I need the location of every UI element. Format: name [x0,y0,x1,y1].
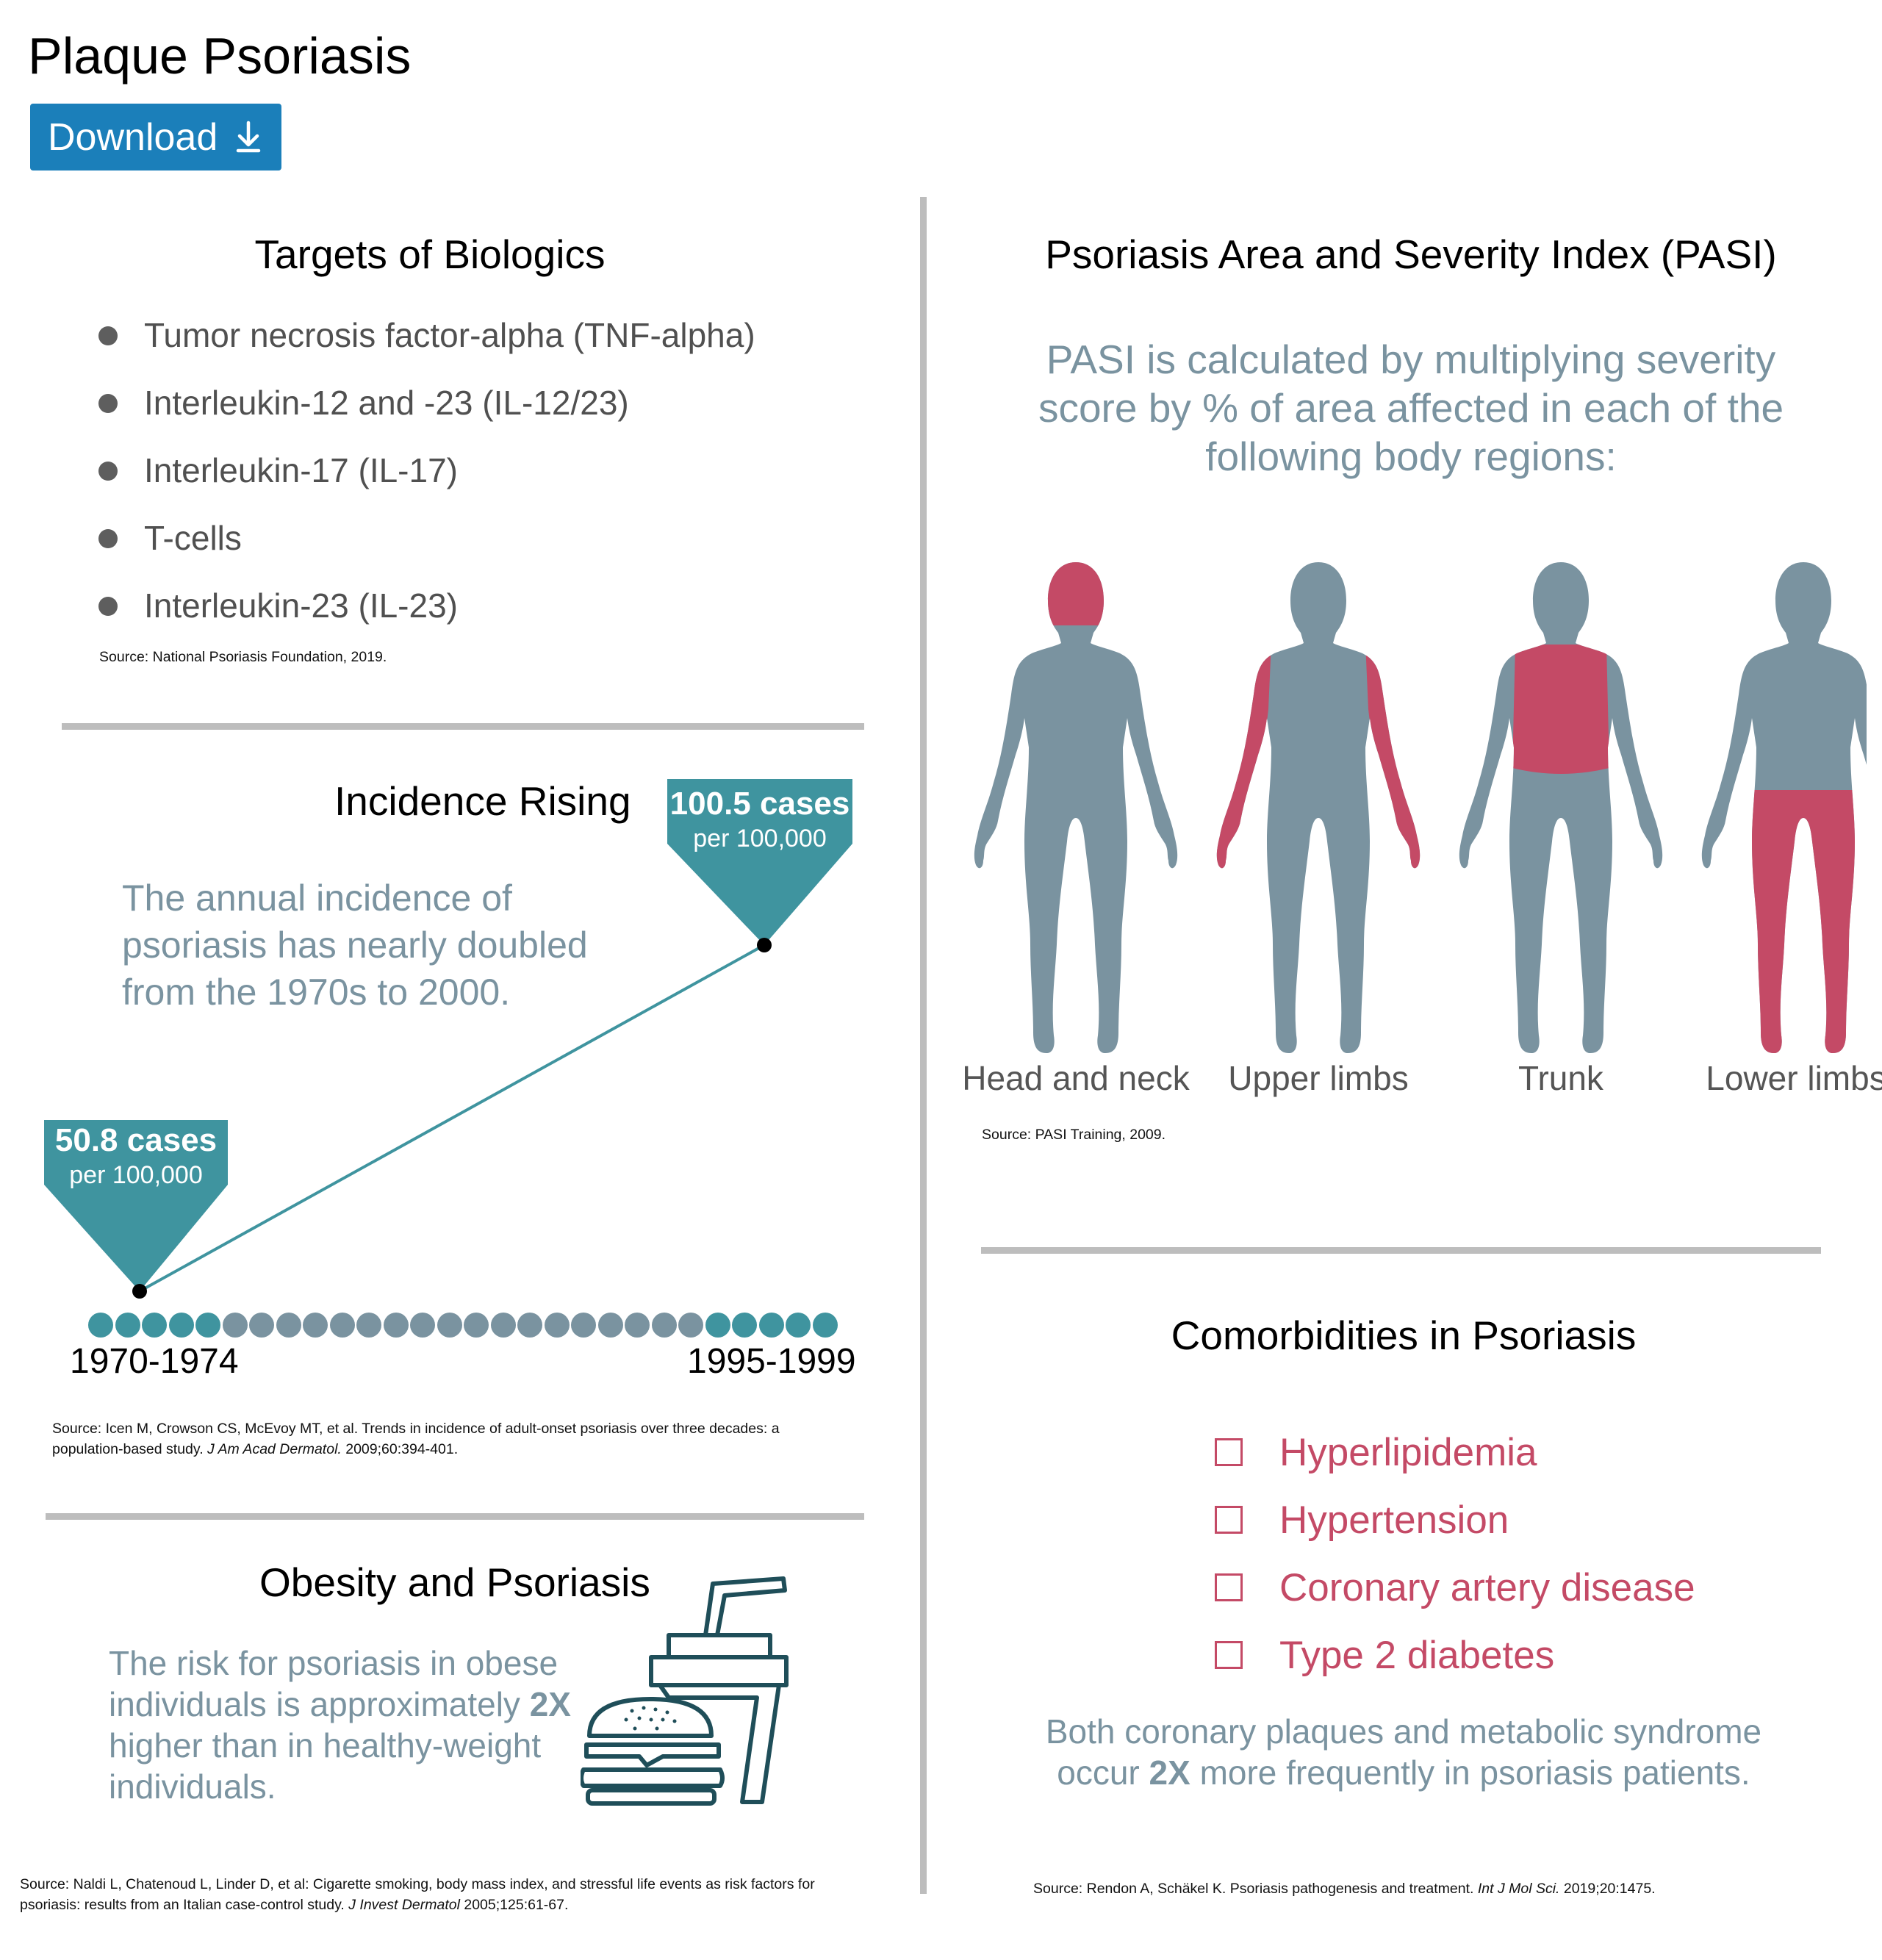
timeline-dot [625,1313,650,1338]
figure-upper-limbs [1216,562,1421,1053]
timeline-dot [142,1313,167,1338]
end-point [757,938,772,952]
timeline-dot [812,1313,838,1338]
end-value: 100.5 cases [669,786,850,822]
bullet-icon [98,326,118,345]
body-regions-figure [974,562,1867,1053]
list-item: Tumor necrosis factor-alpha (TNF-alpha) [98,309,755,376]
timeline-dot [732,1313,757,1338]
list-item: T-cells [98,511,755,579]
timeline-dot [437,1313,462,1338]
section-divider [62,723,864,730]
list-item: Interleukin-23 (IL-23) [98,579,755,647]
region-label: Lower limbs [1706,1059,1882,1097]
checkbox-icon [1215,1438,1243,1466]
end-callout-label: 100.5 cases per 100,000 [667,785,852,854]
list-item: Type 2 diabetes [1215,1621,1695,1689]
column-divider [920,197,927,1894]
download-button[interactable]: Download [30,104,281,170]
section-divider [981,1247,1821,1254]
pasi-source: Source: PASI Training, 2009. [982,1127,1166,1143]
timeline-dot [303,1313,328,1338]
timeline-dot [222,1313,248,1338]
list-item: Hyperlipidemia [1215,1418,1695,1486]
timeline-dot [786,1313,811,1338]
biologics-list: Tumor necrosis factor-alpha (TNF-alpha) … [98,309,755,647]
region-label: Trunk [1518,1059,1603,1097]
timeline-dot [758,1313,784,1338]
list-item: Coronary artery disease [1215,1554,1695,1621]
timeline-dot [249,1313,274,1338]
download-icon [237,121,261,152]
obesity-source: Source: Naldi L, Chatenoud L, Linder D, … [20,1876,815,1913]
timeline-dot [329,1313,355,1338]
figure-trunk [1459,562,1663,1053]
obesity-title: Obesity and Psoriasis [259,1559,650,1605]
checkbox-icon [1215,1506,1243,1534]
start-callout [44,1120,228,1291]
timeline-dot [678,1313,703,1338]
obesity-description: The risk for psoriasis in obese individu… [109,1644,571,1806]
incidence-graphic [44,779,852,1299]
timeline-dot [276,1313,301,1338]
comorbidities-source: Source: Rendon A, Schäkel K. Psoriasis p… [1033,1881,1656,1897]
end-period: 1995-1999 [687,1342,856,1381]
page-title: Plaque Psoriasis [28,27,412,85]
bullet-icon [98,462,118,481]
end-callout [667,779,852,945]
start-callout-label: 50.8 cases per 100,000 [44,1121,228,1191]
comorbidities-note: Both coronary plaques and metabolic synd… [1045,1712,1762,1792]
region-label: Upper limbs [1228,1059,1409,1097]
region-label: Head and neck [962,1059,1190,1097]
timeline-dot [517,1313,542,1338]
burger-and-drink-icon [581,1576,789,1806]
biologics-source: Source: National Psoriasis Foundation, 2… [99,649,387,665]
timeline-dot [651,1313,677,1338]
biologics-title: Targets of Biologics [254,231,606,277]
list-item: Hypertension [1215,1486,1695,1554]
trend-line [139,944,765,1293]
timeline-dot [168,1313,194,1338]
timeline-dot [88,1313,113,1338]
comorbidities-title: Comorbidities in Psoriasis [1171,1313,1637,1358]
download-label: Download [48,115,218,159]
timeline-dot [705,1313,730,1338]
list-item: Interleukin-17 (IL-17) [98,444,755,511]
timeline-dot [597,1313,623,1338]
timeline-dot [383,1313,409,1338]
section-divider [46,1513,864,1520]
timeline-dot [490,1313,516,1338]
figure-lower-limbs [1701,562,1867,1053]
checkbox-icon [1215,1573,1243,1601]
figure-head-and-neck [974,562,1178,1053]
timeline-dot [195,1313,220,1338]
incidence-title: Incidence Rising [334,778,631,824]
bullet-icon [98,597,118,616]
timeline-dot [356,1313,381,1338]
list-item: Interleukin-12 and -23 (IL-12/23) [98,376,755,444]
start-point [132,1284,147,1299]
bullet-icon [98,529,118,548]
end-unit: per 100,000 [693,825,827,852]
timeline-dot [571,1313,596,1338]
pasi-title: Psoriasis Area and Severity Index (PASI) [1045,231,1777,277]
timeline-dot [115,1313,140,1338]
pasi-description: PASI is calculated by multiplying severi… [1038,337,1784,479]
start-value: 50.8 cases [54,1122,218,1158]
checkbox-icon [1215,1641,1243,1669]
incidence-source: Source: Icen M, Crowson CS, McEvoy MT, e… [52,1421,780,1457]
comorbidities-list: Hyperlipidemia Hypertension Coronary art… [1215,1418,1695,1689]
timeline-dot [544,1313,570,1338]
timeline-dot [464,1313,489,1338]
start-period: 1970-1974 [70,1342,239,1381]
bullet-icon [98,394,118,413]
timeline-dot [410,1313,435,1338]
incidence-description: The annual incidence of psoriasis has ne… [122,877,588,1013]
timeline-dots [88,1313,838,1339]
start-unit: per 100,000 [69,1161,203,1189]
